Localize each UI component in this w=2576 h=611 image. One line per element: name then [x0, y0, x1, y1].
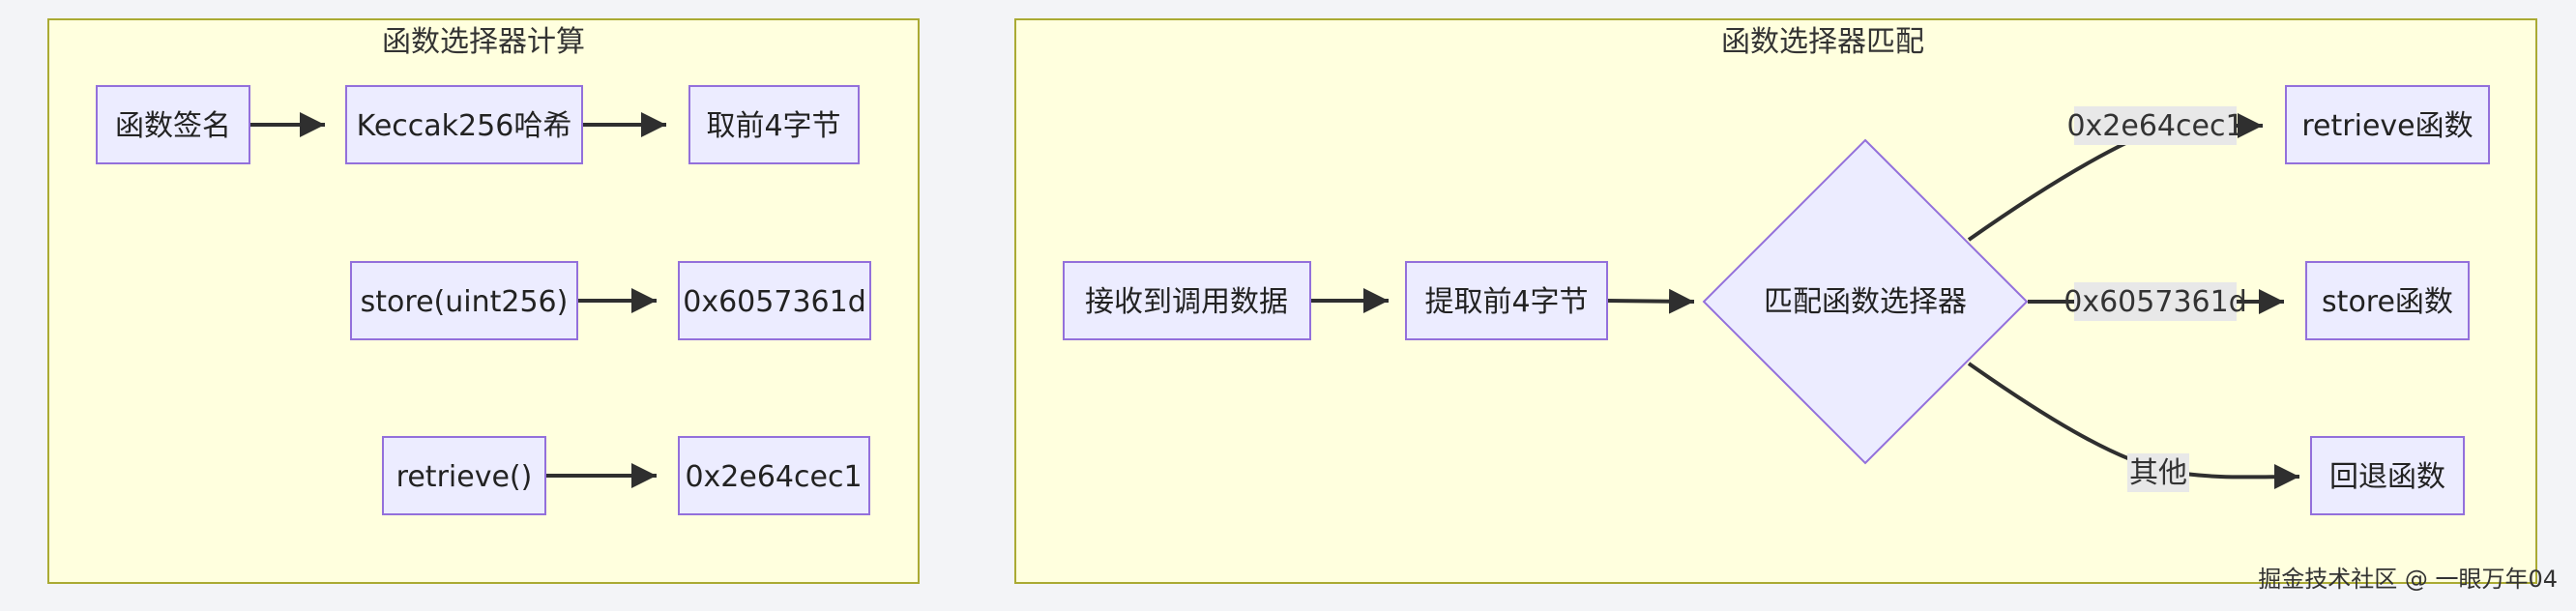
node-function-signature-label: 函数签名	[115, 109, 231, 143]
node-retrieve-selector-label: 0x2e64cec1	[685, 460, 862, 494]
edge-label-fallback: 其他	[2127, 453, 2189, 492]
node-store-function[interactable]: store函数	[2305, 261, 2470, 340]
edges-compute	[249, 112, 666, 488]
node-store-function-label: store函数	[2322, 285, 2453, 319]
node-store-signature[interactable]: store(uint256)	[350, 261, 578, 340]
node-match-selector-decision[interactable]: 匹配函数选择器	[1702, 138, 2029, 465]
node-retrieve-function-label: retrieve函数	[2301, 109, 2473, 143]
watermark-text: 掘金技术社区 @ 一眼万年04	[2258, 566, 2558, 593]
edge-label-retrieve-text: 0x2e64cec1	[2066, 109, 2243, 143]
node-receive-calldata[interactable]: 接收到调用数据	[1063, 261, 1311, 340]
node-retrieve-selector[interactable]: 0x2e64cec1	[678, 436, 870, 515]
edge-label-retrieve: 0x2e64cec1	[2066, 106, 2244, 145]
node-keccak256-hash[interactable]: Keccak256哈希	[345, 85, 583, 164]
node-fallback-function-label: 回退函数	[2329, 460, 2445, 494]
node-store-selector[interactable]: 0x6057361d	[678, 261, 871, 340]
node-extract-first-4-bytes-label: 提取前4字节	[1424, 285, 1588, 319]
edge-extract-to-matcher	[1606, 288, 1695, 314]
node-fallback-function[interactable]: 回退函数	[2310, 436, 2465, 515]
node-keccak256-hash-label: Keccak256哈希	[357, 109, 572, 143]
node-extract-first-4-bytes[interactable]: 提取前4字节	[1405, 261, 1608, 340]
node-retrieve-function[interactable]: retrieve函数	[2285, 85, 2490, 164]
node-take-first-4-bytes[interactable]: 取前4字节	[688, 85, 860, 164]
edge-label-fallback-text: 其他	[2129, 456, 2187, 490]
edge-label-store: 0x6057361d	[2064, 282, 2247, 321]
node-retrieve-signature-label: retrieve()	[396, 460, 533, 494]
node-match-selector-label: 匹配函数选择器	[1764, 285, 1967, 319]
node-store-signature-label: store(uint256)	[361, 285, 569, 319]
node-retrieve-signature[interactable]: retrieve()	[382, 436, 546, 515]
node-store-selector-label: 0x6057361d	[683, 285, 866, 319]
cluster-match-title: 函数选择器匹配	[1721, 25, 1924, 59]
node-function-signature[interactable]: 函数签名	[96, 85, 250, 164]
cluster-compute-title: 函数选择器计算	[382, 25, 585, 59]
edge-label-store-text: 0x6057361d	[2064, 285, 2247, 319]
node-receive-calldata-label: 接收到调用数据	[1085, 285, 1288, 319]
node-take-first-4-bytes-label: 取前4字节	[706, 109, 840, 143]
